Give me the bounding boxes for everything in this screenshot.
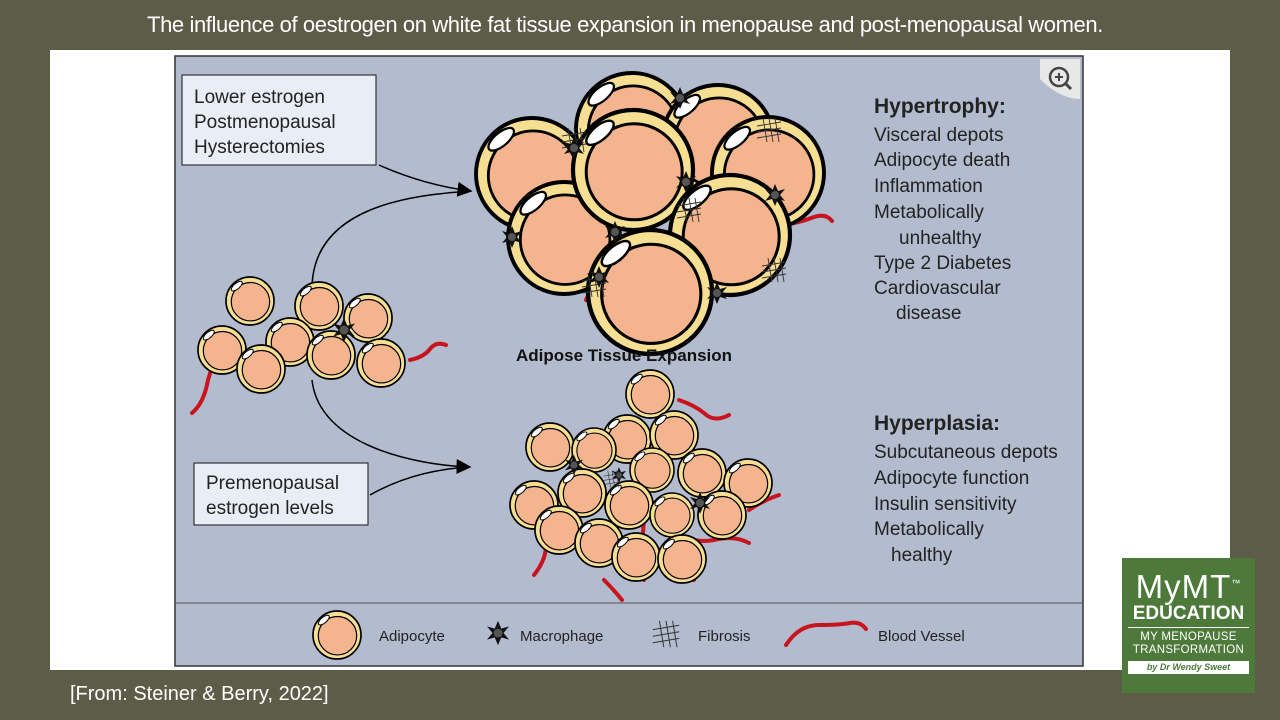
logo-name: MyMT™ — [1135, 568, 1242, 605]
adipose-tissue-diagram: Lower estrogen Postmenopausal Hysterecto… — [174, 55, 1084, 667]
hypertrophy-item: Metabolically — [874, 202, 984, 223]
legend-blood-vessel-label: Blood Vessel — [878, 628, 965, 645]
box-top-line-3: Hysterectomies — [194, 137, 325, 158]
logo-divider — [1128, 627, 1249, 628]
box-bottom-line-2: estrogen levels — [206, 498, 334, 519]
box-bottom-line-1: Premenopausal — [206, 473, 339, 494]
slide-title: The influence of oestrogen on white fat … — [147, 12, 1103, 37]
hyperplasia-heading: Hyperplasia: — [874, 412, 1000, 435]
hypertrophy-item: Adipocyte death — [874, 150, 1010, 171]
hypertrophy-item: Type 2 Diabetes — [874, 253, 1011, 274]
zoom-in-icon[interactable] — [1040, 59, 1080, 99]
logo-line-menopause: MY MENOPAUSE — [1140, 631, 1237, 643]
arrow-cluster-to-hypertrophy — [311, 190, 472, 288]
hypertrophy-item: Visceral depots — [874, 125, 1004, 146]
citation: [From: Steiner & Berry, 2022] — [70, 683, 329, 705]
hypertrophy-item: unhealthy — [899, 228, 982, 249]
logo-line-transformation: TRANSFORMATION — [1132, 644, 1245, 656]
mymt-education-logo: MyMT™ EDUCATION MY MENOPAUSE TRANSFORMAT… — [1122, 558, 1255, 693]
logo-byline: by Dr Wendy Sweet — [1128, 661, 1249, 674]
hyperplasia-item: Insulin sensitivity — [874, 494, 1017, 515]
arrow-box-to-hypertrophy — [378, 164, 473, 197]
box-top-line-1: Lower estrogen — [194, 87, 325, 108]
hyperplasia-item: Metabolically — [874, 519, 984, 540]
legend: Adipocyte Macrophage Fibrosis Blood Vess… — [312, 610, 965, 660]
box-lower-estrogen: Lower estrogen Postmenopausal Hysterecto… — [181, 74, 377, 166]
hypertrophy-heading: Hypertrophy: — [874, 95, 1006, 118]
hyperplasia-item: Adipocyte function — [874, 468, 1029, 489]
legend-adipocyte-label: Adipocyte — [379, 628, 445, 645]
arrow-box-to-hyperplasia — [369, 466, 471, 496]
blood-vessel-icon — [784, 620, 868, 647]
legend-macrophage-label: Macrophage — [520, 628, 603, 645]
legend-fibrosis-label: Fibrosis — [698, 628, 751, 645]
box-top-line-2: Postmenopausal — [194, 112, 336, 133]
hypertrophy-item: Cardiovascular — [874, 278, 1001, 299]
box-premenopausal: Premenopausal estrogen levels — [193, 462, 369, 526]
hypertrophy-item: disease — [896, 303, 962, 324]
arrows — [311, 164, 473, 496]
hypertrophy-item: Inflammation — [874, 176, 983, 197]
hyperplasia-item: healthy — [891, 545, 953, 566]
logo-education: EDUCATION — [1132, 603, 1245, 624]
hyperplasia-item: Subcutaneous depots — [874, 442, 1058, 463]
adipose-tissue-expansion-label: Adipose Tissue Expansion — [516, 346, 732, 365]
arrow-cluster-to-hyperplasia — [311, 379, 472, 475]
hypertrophy-list: Hypertrophy: Visceral depots Adipocyte d… — [874, 95, 1011, 324]
hyperplasia-list: Hyperplasia: Subcutaneous depots Adipocy… — [874, 412, 1058, 566]
legend-adipocyte-icon — [312, 610, 362, 660]
